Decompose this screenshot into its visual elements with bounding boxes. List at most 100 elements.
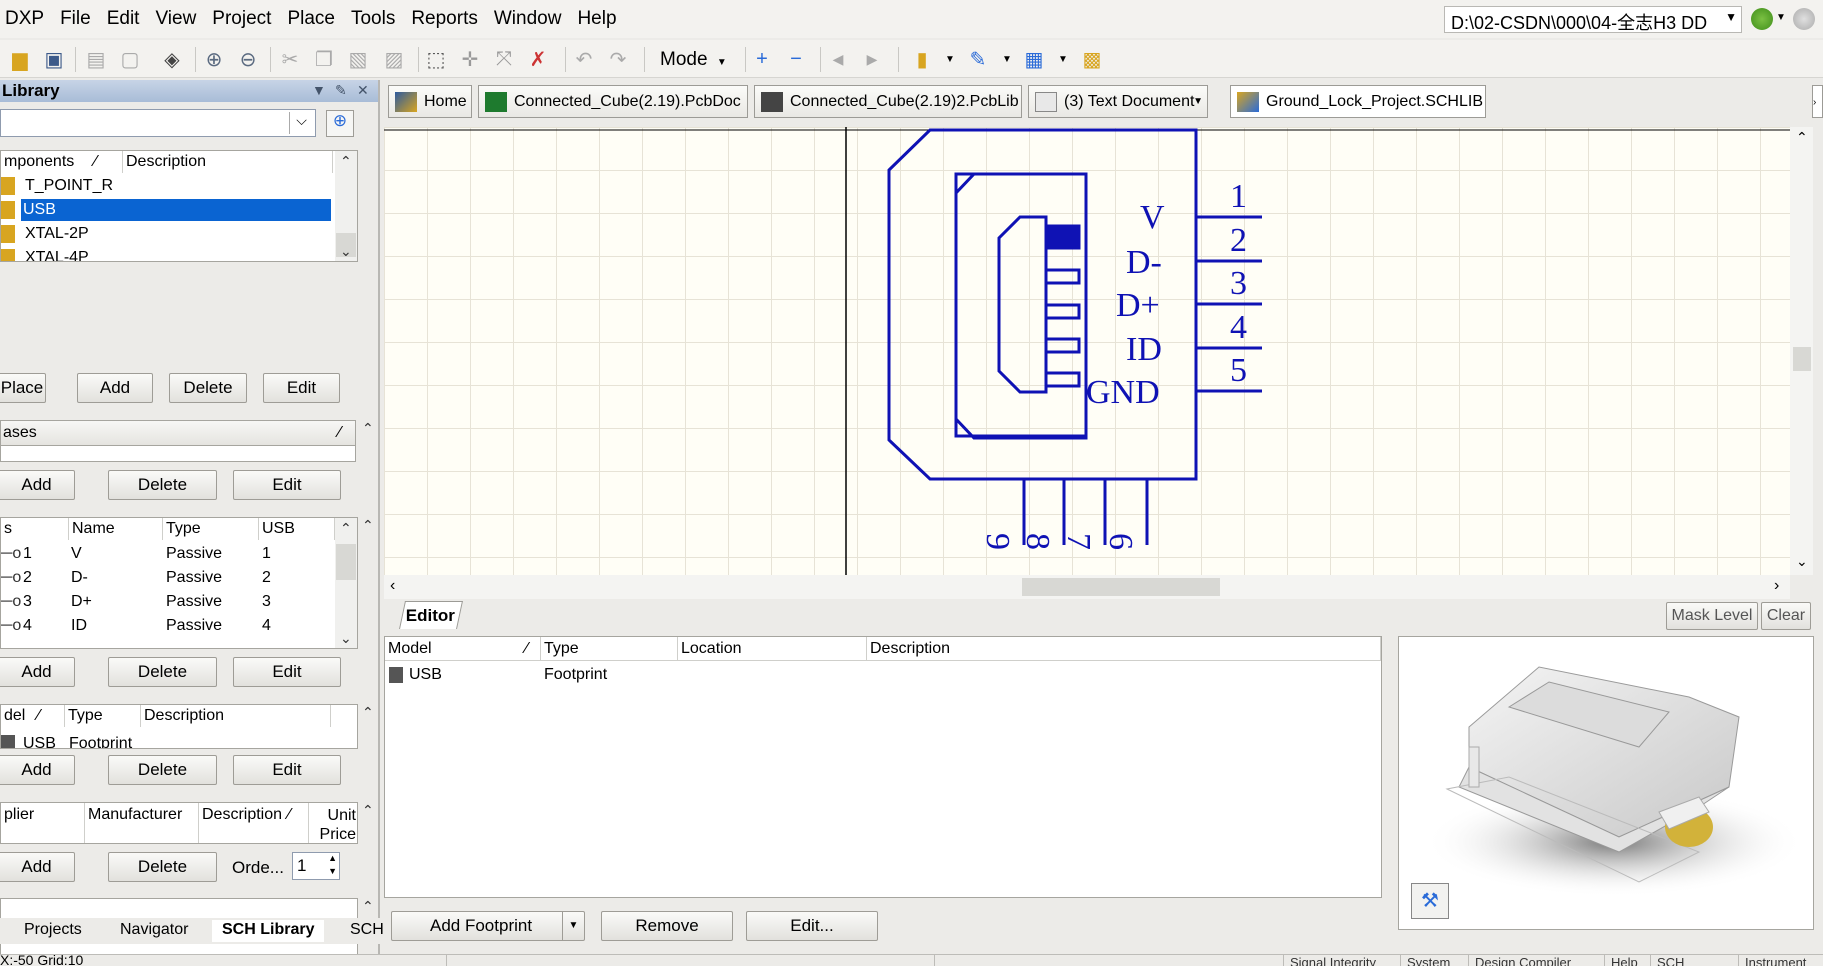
filter-combo[interactable]: ⌵: [0, 109, 316, 137]
edit-alias-button[interactable]: Edit: [233, 470, 341, 500]
component-icon[interactable]: ▮: [916, 48, 928, 71]
save-icon[interactable]: ▣: [44, 48, 64, 71]
column-header-type[interactable]: Type: [541, 637, 678, 661]
scroll-thumb[interactable]: [336, 544, 356, 580]
chevron-down-icon[interactable]: ▼: [1776, 12, 1786, 23]
deselect-icon[interactable]: ✗: [529, 48, 547, 71]
vertical-scrollbar[interactable]: ⌃ ⌄: [1790, 127, 1813, 575]
order-quantity-spinner[interactable]: 1 ▲ ▼: [292, 852, 340, 880]
column-header-description[interactable]: Description∕: [199, 803, 309, 843]
add-footprint-button[interactable]: Add Footprint ▼: [391, 911, 585, 941]
clear-button[interactable]: Clear: [1761, 602, 1811, 630]
menu-reports[interactable]: Reports: [411, 8, 478, 29]
next-part-icon[interactable]: ▶: [866, 50, 878, 67]
status-sch[interactable]: SCH: [1650, 955, 1690, 966]
chevron-down-icon[interactable]: ▼: [1193, 96, 1203, 107]
tab-pcbdoc[interactable]: Connected_Cube(2.19).PcbDoc: [478, 85, 748, 118]
3d-view-settings-button[interactable]: ⚒: [1411, 883, 1449, 919]
column-header-usb[interactable]: USB: [259, 518, 335, 540]
status-system[interactable]: System: [1400, 955, 1456, 966]
grid-icon[interactable]: ▦: [1024, 48, 1044, 71]
chevron-down-icon[interactable]: ⌄: [1796, 553, 1808, 569]
aliases-header[interactable]: ases ∕: [0, 420, 356, 446]
menu-window[interactable]: Window: [493, 8, 562, 29]
layers-icon[interactable]: ◈: [164, 48, 180, 71]
add-supplier-button[interactable]: Add: [0, 852, 75, 882]
tab-home[interactable]: Home: [388, 85, 472, 118]
chevron-up-icon[interactable]: ⌃: [1796, 129, 1808, 145]
collapse-icon[interactable]: ⌃: [362, 517, 374, 533]
table-row[interactable]: ─o 1 V Passive 1: [1, 545, 271, 562]
collapse-icon[interactable]: ⌃: [362, 420, 374, 436]
add-component-button[interactable]: Add: [77, 373, 153, 403]
column-header-location[interactable]: Location: [678, 637, 867, 661]
add-alias-button[interactable]: Add: [0, 470, 75, 500]
panel-menu-icon[interactable]: ▼: [312, 82, 326, 98]
column-header-model[interactable]: Model∕: [385, 637, 541, 661]
magnifier-icon[interactable]: ⊕: [326, 110, 354, 137]
print-icon[interactable]: ▤: [86, 48, 106, 71]
vertical-scrollbar[interactable]: ⌃ ⌄: [335, 151, 357, 261]
delete-component-button[interactable]: Delete: [169, 373, 247, 403]
add-part-icon[interactable]: +: [756, 47, 768, 70]
spinner-down-icon[interactable]: ▼: [328, 866, 337, 876]
chevron-up-icon[interactable]: ⌃: [340, 520, 352, 536]
rubber-stamp-icon[interactable]: ▨: [384, 48, 404, 71]
zoom-in-icon[interactable]: ⊕: [205, 48, 223, 71]
chevron-down-icon[interactable]: ▼: [1002, 54, 1012, 65]
chevron-down-icon[interactable]: ⌄: [340, 243, 352, 259]
column-header-type[interactable]: Type: [163, 518, 259, 540]
redo-icon[interactable]: ↷: [609, 48, 627, 71]
tabs-overflow-button[interactable]: ›: [1812, 85, 1823, 118]
column-header-manufacturer[interactable]: Manufacturer: [85, 803, 199, 843]
column-header-supplier[interactable]: plier: [1, 803, 85, 843]
tab-navigator[interactable]: Navigator: [120, 921, 189, 938]
chevron-down-icon[interactable]: ▼: [945, 54, 955, 65]
chevron-down-icon[interactable]: ▼: [1058, 54, 1068, 65]
close-icon[interactable]: ✕: [357, 82, 369, 98]
edit-component-button[interactable]: Edit: [263, 373, 340, 403]
spinner-up-icon[interactable]: ▲: [328, 853, 337, 863]
forward-icon[interactable]: [1793, 8, 1815, 30]
tab-pcblib[interactable]: Connected_Cube(2.19)2.PcbLib: [754, 85, 1022, 118]
table-row[interactable]: ─o 4 ID Passive 4: [1, 617, 271, 634]
tab-editor[interactable]: Editor: [399, 601, 463, 629]
mode-dropdown[interactable]: Mode ▼: [652, 46, 735, 73]
column-header-name[interactable]: Name: [69, 518, 163, 540]
menu-view[interactable]: View: [155, 8, 197, 29]
edit-pin-button[interactable]: Edit: [233, 657, 341, 687]
status-signal-integrity[interactable]: Signal Integrity: [1283, 955, 1382, 966]
remove-part-icon[interactable]: −: [790, 47, 802, 70]
schematic-canvas[interactable]: V D- D+ ID GND 1 2 3 4 5 9 8 7 6: [384, 127, 1790, 575]
column-header-description[interactable]: Description: [867, 637, 1381, 661]
zoom-out-icon[interactable]: ⊖: [239, 48, 257, 71]
paste-icon[interactable]: ▧: [348, 48, 368, 71]
column-header-description[interactable]: Description: [141, 705, 331, 727]
menu-edit[interactable]: Edit: [106, 8, 140, 29]
collapse-icon[interactable]: ⌃: [362, 802, 374, 818]
column-header-description[interactable]: Description: [123, 151, 333, 173]
copy-icon[interactable]: ❐: [315, 48, 333, 71]
select-area-icon[interactable]: ⬚: [426, 48, 446, 71]
table-row[interactable]: USB Footprint: [1, 729, 357, 748]
horizontal-scrollbar[interactable]: ‹ ›: [384, 575, 1790, 599]
chevron-left-icon[interactable]: ‹: [390, 577, 396, 594]
move-selection-icon[interactable]: ⤧: [496, 47, 512, 70]
table-row[interactable]: ─o 3 D+ Passive 3: [1, 593, 271, 610]
previous-part-icon[interactable]: ◀: [832, 50, 844, 67]
menu-tools[interactable]: Tools: [350, 8, 396, 29]
status-design-compiler[interactable]: Design Compiler: [1468, 955, 1577, 966]
print-preview-icon[interactable]: ▢: [120, 48, 140, 71]
menu-place[interactable]: Place: [287, 8, 335, 29]
menu-file[interactable]: File: [60, 8, 91, 29]
pin-icon[interactable]: ✎: [335, 82, 347, 98]
cut-icon[interactable]: ✂: [281, 48, 299, 71]
undo-icon[interactable]: ↶: [575, 48, 593, 71]
tab-text-document[interactable]: (3) Text Document ▼: [1028, 85, 1208, 118]
move-icon[interactable]: ✛: [461, 48, 479, 71]
column-header-model[interactable]: del∕: [1, 705, 65, 727]
scroll-thumb[interactable]: [1793, 347, 1811, 371]
menu-project[interactable]: Project: [212, 8, 272, 29]
drawing-tools-icon[interactable]: ✎: [969, 48, 987, 71]
column-header-unit-price[interactable]: Unit Price: [309, 803, 357, 843]
